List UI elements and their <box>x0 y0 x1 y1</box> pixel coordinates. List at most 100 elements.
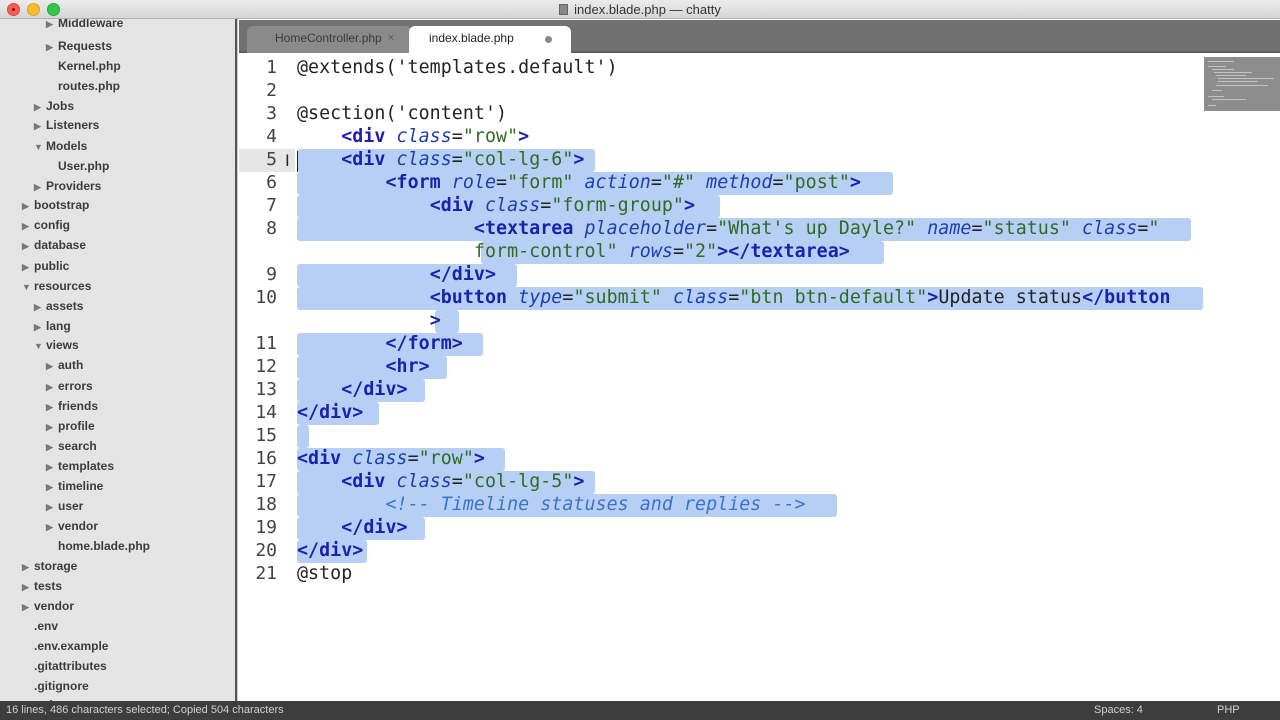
disclosure-right-icon[interactable]: ▶ <box>22 562 29 572</box>
code-token-str: "What's up Dayle?" <box>717 218 928 239</box>
sidebar-item-env-example[interactable]: .env.example <box>22 636 108 656</box>
disclosure-right-icon[interactable]: ▶ <box>46 19 53 29</box>
disclosure-down-icon[interactable]: ▼ <box>34 341 43 351</box>
sidebar-item-gitattributes[interactable]: .gitattributes <box>22 656 107 676</box>
sidebar-item-config[interactable]: ▶config <box>22 215 70 235</box>
code-line[interactable]: </div> <box>297 517 408 538</box>
tab-index-blade[interactable]: index.blade.php <box>409 26 571 53</box>
sidebar-item-assets[interactable]: ▶assets <box>34 296 83 316</box>
sidebar-item-requests[interactable]: ▶Requests <box>46 36 112 56</box>
disclosure-right-icon[interactable]: ▶ <box>46 42 53 52</box>
disclosure-down-icon[interactable]: ▼ <box>22 282 31 292</box>
disclosure-right-icon[interactable]: ▶ <box>46 382 53 392</box>
disclosure-right-icon[interactable]: ▶ <box>46 442 53 452</box>
sidebar-item-artisan[interactable]: artisan <box>22 695 73 701</box>
sidebar-item-bootstrap[interactable]: ▶bootstrap <box>22 195 89 215</box>
sidebar-item-search[interactable]: ▶search <box>46 436 97 456</box>
sidebar-item-profile[interactable]: ▶profile <box>46 416 95 436</box>
sidebar-item-user-php[interactable]: User.php <box>46 156 109 176</box>
code-line[interactable]: <form role="form" action="#" method="pos… <box>297 172 861 193</box>
disclosure-right-icon[interactable]: ▶ <box>46 482 53 492</box>
tab-homecontroller[interactable]: HomeController.php × <box>247 26 412 53</box>
sidebar-item-kernel-php[interactable]: Kernel.php <box>46 56 121 76</box>
sidebar-item-env[interactable]: .env <box>22 616 58 636</box>
disclosure-right-icon[interactable]: ▶ <box>46 361 53 371</box>
disclosure-right-icon[interactable]: ▶ <box>22 201 29 211</box>
code-line[interactable]: <div class="form-group"> <box>297 195 695 216</box>
sidebar-item-vendor[interactable]: ▶vendor <box>22 596 74 616</box>
sidebar-item-user[interactable]: ▶user <box>46 496 83 516</box>
sidebar-item-routes-php[interactable]: routes.php <box>46 76 120 96</box>
minimize-window-button[interactable] <box>27 3 40 16</box>
code-line[interactable]: <div class="col-lg-6"> <box>297 149 584 170</box>
code-line[interactable]: </div> <box>297 540 363 561</box>
code-line[interactable]: @section('content') <box>297 103 507 124</box>
code-line[interactable]: > <box>297 310 441 331</box>
code-line[interactable]: form-control" rows="2"></textarea> <box>297 241 850 262</box>
disclosure-right-icon[interactable]: ▶ <box>22 602 29 612</box>
code-line[interactable]: </div> <box>297 264 496 285</box>
syntax-selector[interactable]: PHP <box>1217 704 1240 716</box>
disclosure-right-icon[interactable]: ▶ <box>46 462 53 472</box>
code-line[interactable]: @extends('templates.default') <box>297 57 618 78</box>
disclosure-right-icon[interactable]: ▶ <box>34 322 41 332</box>
sidebar-item-providers[interactable]: ▶ Providers <box>34 176 101 196</box>
sidebar-item-gitignore[interactable]: .gitignore <box>22 676 89 696</box>
code-line[interactable]: </div> <box>297 379 408 400</box>
sidebar-item-views[interactable]: ▼views <box>34 335 79 355</box>
indentation-selector[interactable]: Spaces: 4 <box>1094 704 1143 716</box>
disclosure-right-icon[interactable]: ▶ <box>22 241 29 251</box>
code-line[interactable]: <div class="col-lg-5"> <box>297 471 584 492</box>
close-window-button[interactable] <box>7 3 20 16</box>
sidebar-scrollbar[interactable] <box>235 19 237 701</box>
disclosure-right-icon[interactable]: ▶ <box>34 121 41 131</box>
sidebar-item-vendor[interactable]: ▶vendor <box>46 516 98 536</box>
disclosure-right-icon[interactable]: ▶ <box>46 422 53 432</box>
sidebar-item-home-blade-php[interactable]: home.blade.php <box>46 536 150 556</box>
sidebar-item-storage[interactable]: ▶storage <box>22 556 77 576</box>
code-line[interactable]: <div class="row"> <box>297 448 485 469</box>
disclosure-right-icon[interactable]: ▶ <box>34 182 41 192</box>
disclosure-right-icon[interactable]: ▶ <box>34 102 41 112</box>
sidebar-item-middleware[interactable]: ▶Middleware <box>46 19 123 33</box>
disclosure-down-icon[interactable]: ▼ <box>34 142 43 152</box>
code-line[interactable]: <hr> <box>297 356 430 377</box>
code-line[interactable]: </div> <box>297 402 363 423</box>
sidebar-item-label: Listeners <box>46 118 100 132</box>
sidebar-item-database[interactable]: ▶database <box>22 235 86 255</box>
sidebar-item-label: Providers <box>46 179 102 193</box>
sidebar-item-models[interactable]: ▼Models <box>34 136 87 156</box>
code-token-tag: <div <box>341 471 397 492</box>
sidebar-item-listeners[interactable]: ▶ Listeners <box>34 115 99 135</box>
code-line[interactable]: <textarea placeholder="What's up Dayle?"… <box>297 218 1159 239</box>
sidebar-item-public[interactable]: ▶public <box>22 256 69 276</box>
disclosure-right-icon[interactable]: ▶ <box>22 582 29 592</box>
code-line[interactable]: <button type="submit" class="btn btn-def… <box>297 287 1171 308</box>
code-token-str: "col-lg-5" <box>462 471 574 492</box>
sidebar-item-errors[interactable]: ▶errors <box>46 376 93 396</box>
disclosure-right-icon[interactable]: ▶ <box>46 522 53 532</box>
sidebar-item-friends[interactable]: ▶friends <box>46 396 98 416</box>
disclosure-right-icon[interactable]: ▶ <box>34 302 41 312</box>
code-line[interactable]: <!-- Timeline statuses and replies --> <box>297 494 806 515</box>
sidebar-item-timeline[interactable]: ▶timeline <box>46 476 103 496</box>
disclosure-right-icon[interactable]: ▶ <box>46 502 53 512</box>
sidebar-item-lang[interactable]: ▶lang <box>34 316 71 336</box>
maximize-window-button[interactable] <box>47 3 60 16</box>
sidebar-item-auth[interactable]: ▶auth <box>46 355 83 375</box>
sidebar-item-jobs[interactable]: ▶Jobs <box>34 96 74 116</box>
code-line[interactable]: <div class="row"> <box>297 126 529 147</box>
selection-highlight <box>297 333 483 356</box>
sidebar-item-tests[interactable]: ▶tests <box>22 576 62 596</box>
disclosure-right-icon[interactable]: ▶ <box>22 262 29 272</box>
sidebar-item-templates[interactable]: ▶templates <box>46 456 114 476</box>
close-tab-icon[interactable]: × <box>387 32 394 44</box>
disclosure-right-icon[interactable]: ▶ <box>46 402 53 412</box>
disclosure-right-icon[interactable]: ▶ <box>22 221 29 231</box>
code-line[interactable]: </form> <box>297 333 463 354</box>
code-line[interactable]: @stop <box>297 563 352 584</box>
minimap[interactable] <box>1204 57 1280 111</box>
unsaved-dot-icon[interactable] <box>545 36 552 43</box>
sidebar-item-resources[interactable]: ▼resources <box>22 276 91 296</box>
